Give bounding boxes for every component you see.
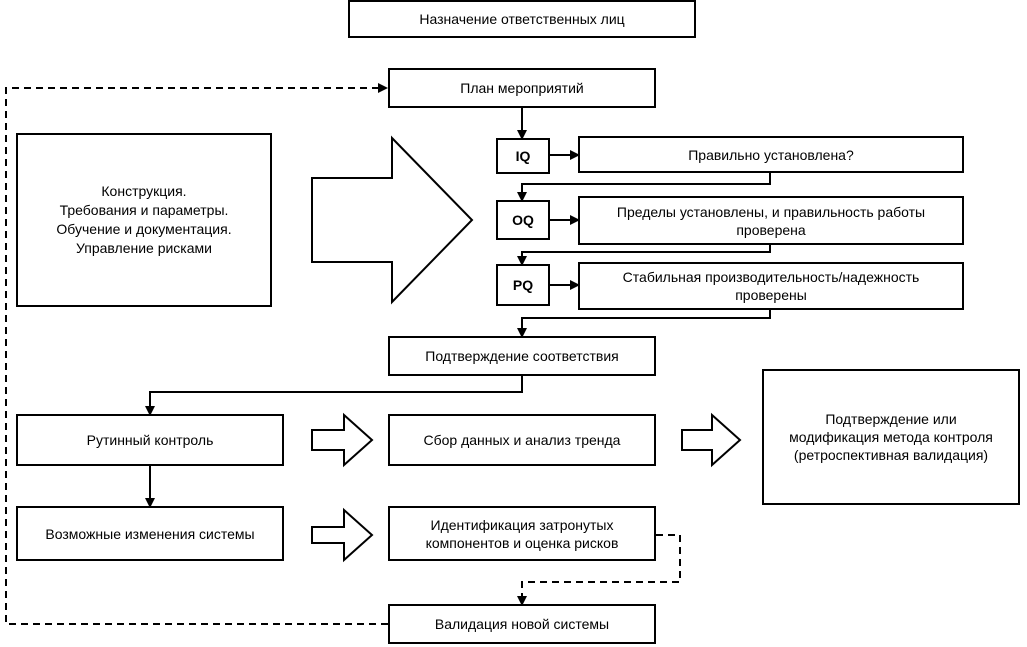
changes-box: Возможные изменения системы (16, 506, 284, 561)
construction-line-1: Конструкция. (101, 183, 187, 199)
construction-box: Конструкция. Требования и параметры. Обу… (16, 133, 272, 307)
validation-label: Валидация новой системы (434, 616, 610, 632)
hollow-arrow-routine-collect (311, 412, 374, 468)
routine-box: Рутинный контроль (16, 414, 284, 466)
arrow-iq-oq (517, 173, 771, 202)
oq-question-label: Пределы установлены, и правильность рабо… (616, 203, 926, 238)
oq-question-box: Пределы установлены, и правильность рабо… (578, 196, 964, 245)
assign-box: Назначение ответственных лиц (348, 0, 696, 38)
validation-box: Валидация новой системы (388, 604, 656, 644)
iq-question-box: Правильно установлена? (578, 136, 964, 173)
assign-label: Назначение ответственных лиц (419, 11, 625, 27)
pq-box: PQ (496, 264, 550, 306)
retro-box: Подтверждение или модификация метода кон… (762, 369, 1020, 505)
identify-label: Идентификация затронутых компонентов и о… (425, 516, 619, 551)
iq-question-label: Правильно установлена? (688, 146, 854, 163)
confirm-label: Подтверждение соответствия (425, 348, 619, 364)
arrow-pq-confirm (517, 310, 771, 338)
changes-label: Возможные изменения системы (45, 525, 255, 542)
pq-question-label: Стабильная производительность/надежность… (622, 269, 920, 303)
dashed-validation-plan (5, 83, 388, 625)
arrow-confirm-routine (145, 375, 523, 416)
iq-label: IQ (515, 148, 531, 164)
construction-line-4: Управление рисками (75, 240, 212, 256)
construction-line-2: Требования и параметры. (59, 202, 229, 218)
hollow-arrow-changes-identify (311, 507, 374, 563)
confirm-box: Подтверждение соответствия (388, 336, 656, 376)
collect-box: Сбор данных и анализ тренда (388, 414, 656, 466)
construction-line-3: Обучение и документация. (56, 221, 232, 237)
pq-question-box: Стабильная производительность/надежность… (578, 262, 964, 310)
plan-box: План мероприятий (388, 68, 656, 108)
collect-label: Сбор данных и анализ тренда (423, 432, 621, 448)
iq-box: IQ (496, 138, 550, 174)
plan-label: План мероприятий (460, 80, 584, 96)
pq-label: PQ (512, 277, 534, 293)
dashed-identify-validation (517, 534, 681, 606)
hollow-arrow-collect-retro (681, 412, 742, 468)
arrow-oq-pq (517, 245, 771, 266)
oq-label: OQ (512, 212, 534, 228)
identify-box: Идентификация затронутых компонентов и о… (388, 506, 656, 561)
retro-label: Подтверждение или модификация метода кон… (789, 411, 993, 463)
routine-label: Рутинный контроль (86, 432, 214, 448)
big-hollow-arrow (311, 135, 474, 305)
oq-box: OQ (496, 200, 550, 240)
